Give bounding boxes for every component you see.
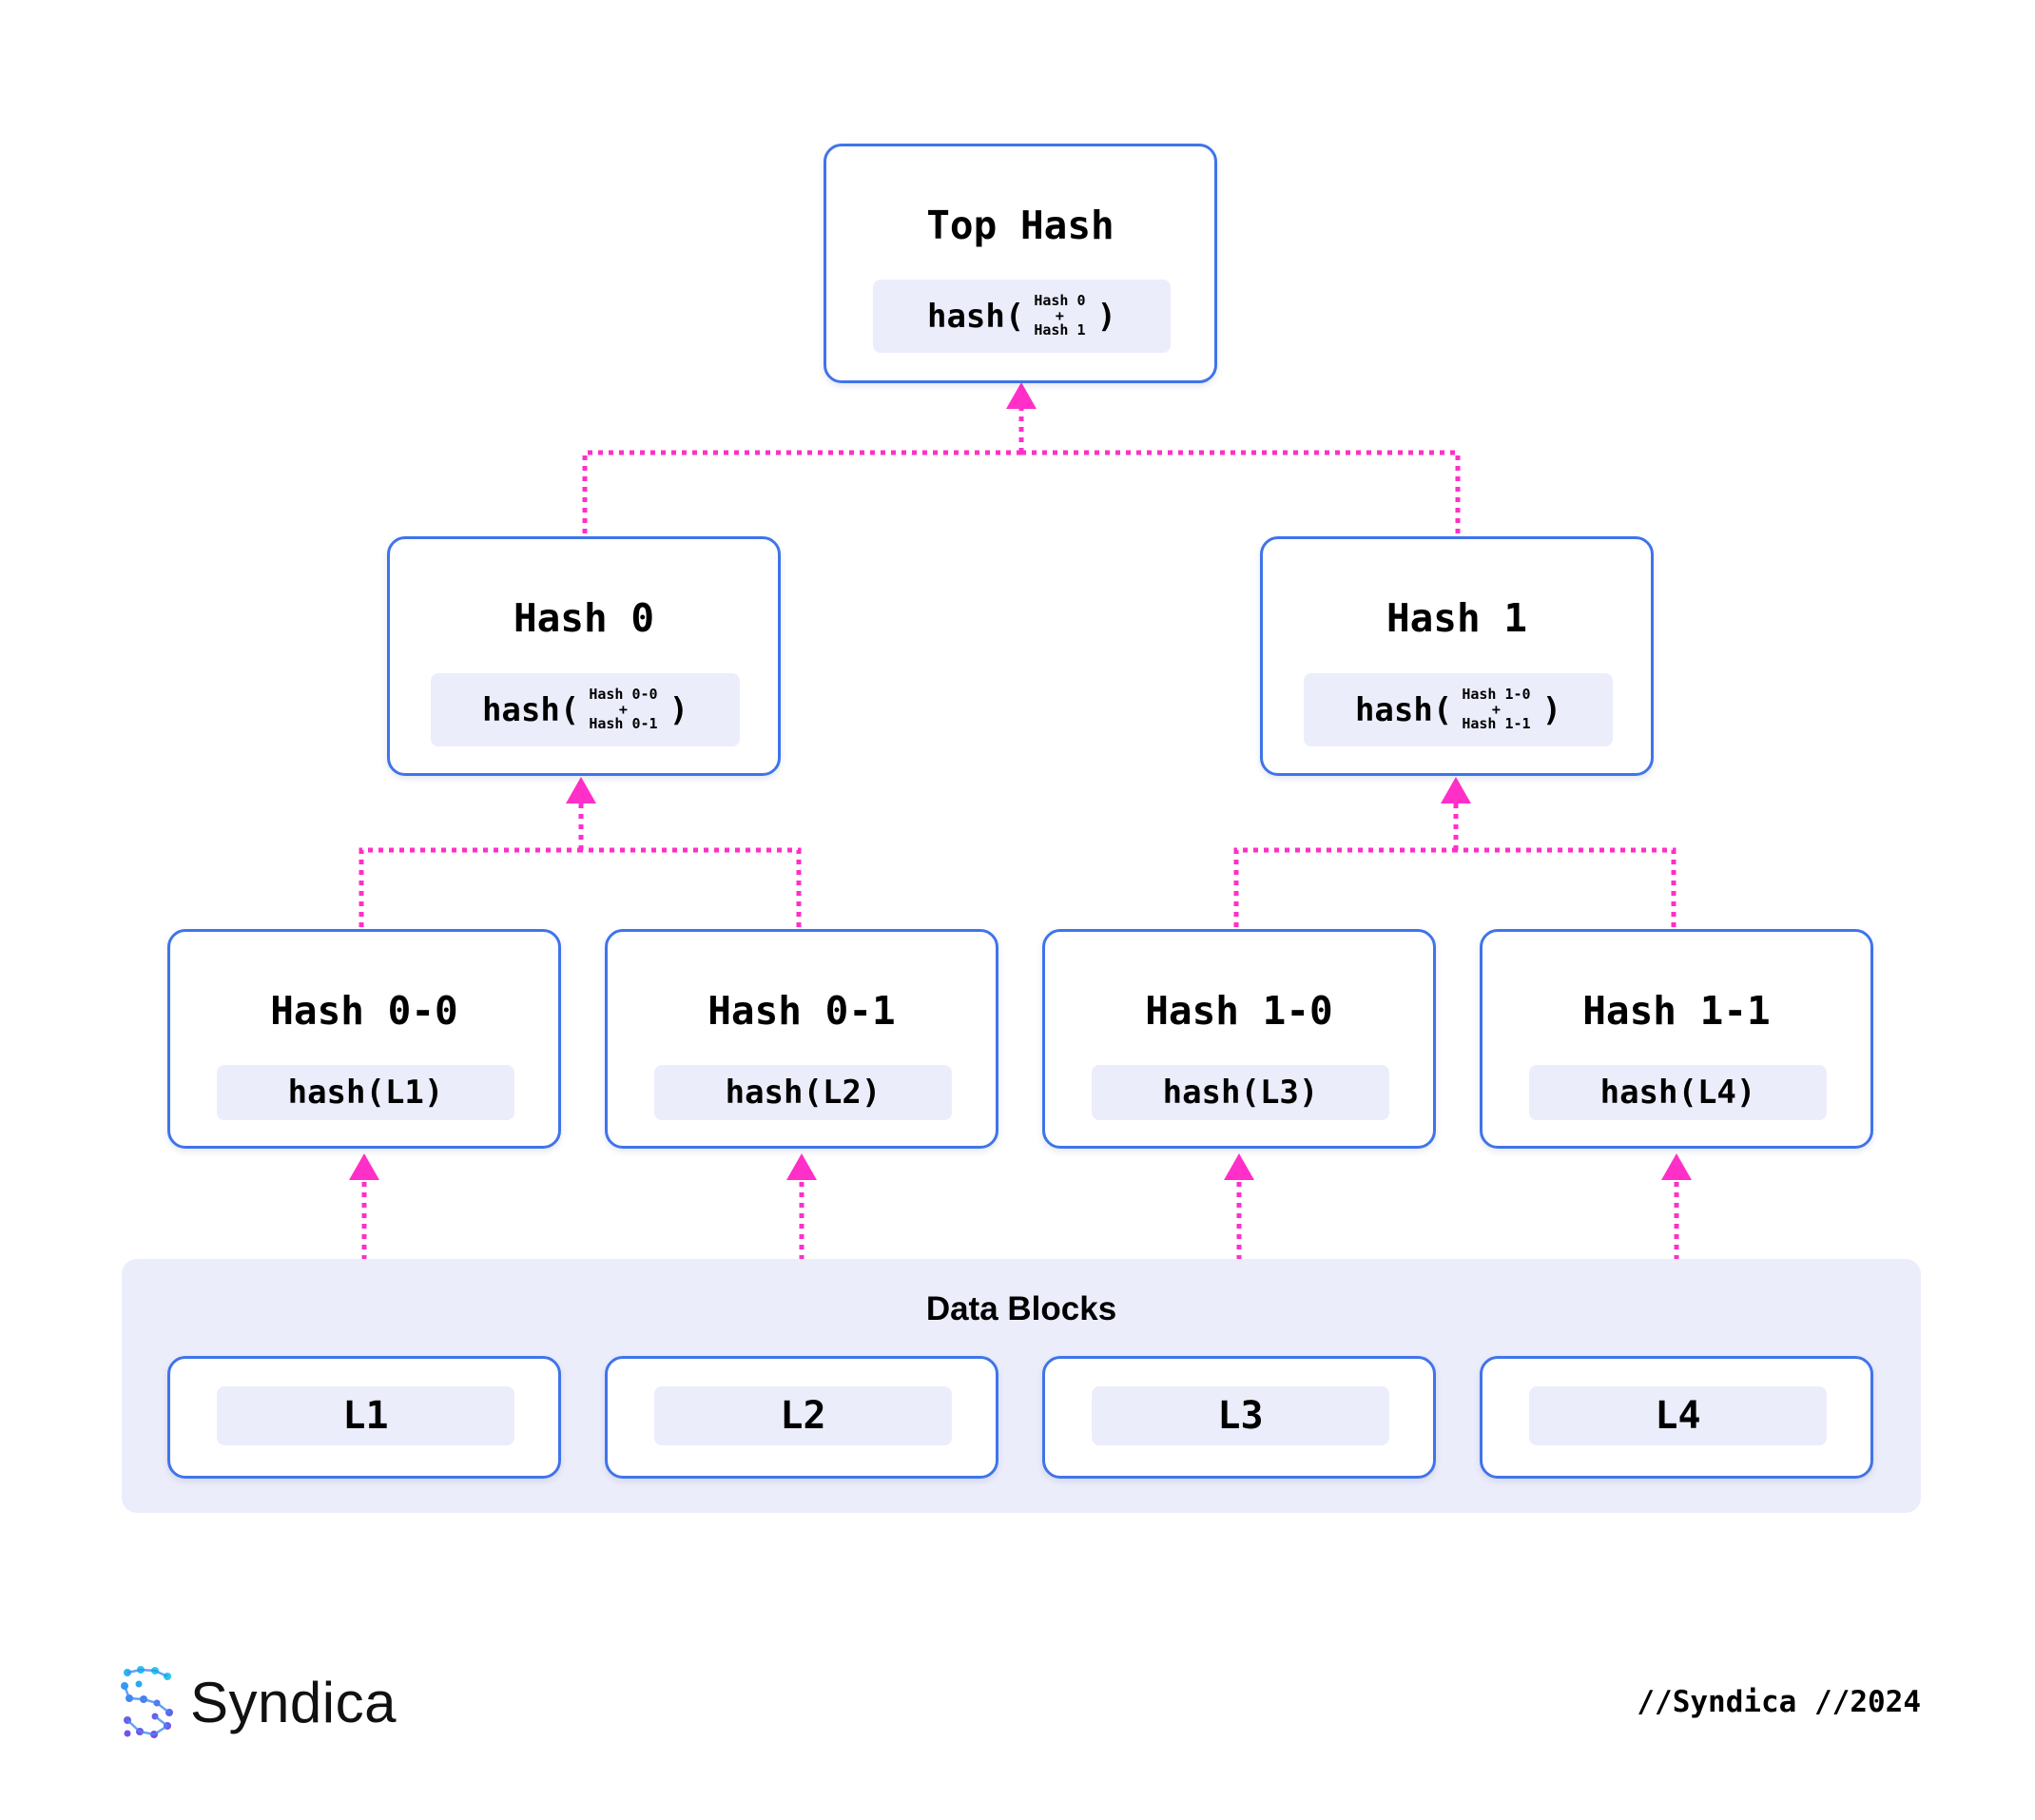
formula-text: hash(L3) <box>1162 1074 1319 1112</box>
node-title: Hash 0-1 <box>707 988 896 1034</box>
formula-fn: hash( <box>1354 690 1453 729</box>
formula-plus: + <box>1055 306 1064 324</box>
node-title: Hash 1-1 <box>1582 988 1771 1034</box>
node-hash-0: Hash 0 hash( Hash 0-0 + Hash 0-1 ) <box>387 536 781 776</box>
formula-plus: + <box>618 700 628 718</box>
node-title: Hash 1-0 <box>1145 988 1333 1034</box>
formula-arg-top: Hash 0 <box>1034 291 1086 309</box>
node-top-hash: Top Hash hash( Hash 0 + Hash 1 ) <box>824 144 1217 383</box>
data-block-l2: L2 <box>605 1356 998 1479</box>
formula-fn: hash( <box>481 690 580 729</box>
connector-hash10-to-hash1 <box>1233 847 1456 927</box>
arrowhead-hash01 <box>786 1153 817 1180</box>
connector-hash00-to-hash0 <box>359 847 581 927</box>
node-formula: hash( Hash 0-0 + Hash 0-1 ) <box>431 673 740 746</box>
formula-text: hash(L2) <box>725 1074 882 1112</box>
brand-name: Syndica <box>190 1670 397 1734</box>
formula-text: hash(L1) <box>287 1074 444 1112</box>
formula-arg-top: Hash 1-0 <box>1462 685 1531 703</box>
data-block-l1: L1 <box>167 1356 561 1479</box>
node-title: Top Hash <box>926 203 1114 248</box>
formula-args: Hash 1-0 + Hash 1-1 <box>1462 687 1530 732</box>
node-formula: hash(L4) <box>1529 1065 1827 1120</box>
syndica-dots-icon <box>121 1666 173 1738</box>
brand-logo: Syndica <box>120 1664 397 1740</box>
formula-arg-top: Hash 0-0 <box>589 685 658 703</box>
data-block-label: L2 <box>654 1386 952 1445</box>
arrowhead-hash10 <box>1224 1153 1254 1180</box>
connector-hash11-to-hash1 <box>1456 847 1676 927</box>
formula-text: hash(L4) <box>1599 1074 1756 1112</box>
data-blocks-title: Data Blocks <box>925 1290 1117 1327</box>
arrowhead-hash0 <box>566 777 596 804</box>
node-title: Hash 0 <box>513 595 655 641</box>
node-formula: hash(L2) <box>654 1065 952 1120</box>
formula-close: ) <box>1541 690 1562 729</box>
footer-text: //Syndica //2024 <box>1637 1685 1921 1719</box>
formula-plus: + <box>1491 700 1501 718</box>
formula-arg-bottom: Hash 1 <box>1034 321 1086 339</box>
formula-arg-bottom: Hash 0-1 <box>589 715 658 733</box>
node-title: Hash 0-0 <box>270 988 458 1034</box>
node-title: Hash 1 <box>1386 595 1528 641</box>
formula-close: ) <box>1096 297 1117 336</box>
formula-args: Hash 0 + Hash 1 <box>1034 291 1086 339</box>
connector-hash0-to-top <box>582 450 1021 533</box>
node-formula: hash( Hash 1-0 + Hash 1-1 ) <box>1304 673 1613 746</box>
arrowhead-hash11 <box>1661 1153 1692 1180</box>
data-block-l3: L3 <box>1042 1356 1436 1479</box>
formula-args: Hash 0-0 + Hash 0-1 <box>589 687 657 732</box>
data-block-label: L4 <box>1529 1386 1827 1445</box>
arrowhead-hash00 <box>349 1153 379 1180</box>
node-hash-1-1: Hash 1-1 hash(L4) <box>1480 929 1873 1149</box>
node-formula: hash(L1) <box>217 1065 514 1120</box>
arrowhead-hash1 <box>1441 777 1471 804</box>
formula-close: ) <box>669 690 689 729</box>
arrowhead-top <box>1006 382 1037 409</box>
node-hash-0-0: Hash 0-0 hash(L1) <box>167 929 561 1149</box>
data-block-label: L3 <box>1092 1386 1389 1445</box>
node-formula: hash( Hash 0 + Hash 1 ) <box>873 280 1171 353</box>
formula-arg-bottom: Hash 1-1 <box>1462 715 1531 733</box>
node-hash-1-0: Hash 1-0 hash(L3) <box>1042 929 1436 1149</box>
data-block-label: L1 <box>217 1386 514 1445</box>
node-hash-1: Hash 1 hash( Hash 1-0 + Hash 1-1 ) <box>1260 536 1654 776</box>
node-hash-0-1: Hash 0-1 hash(L2) <box>605 929 998 1149</box>
node-formula: hash(L3) <box>1092 1065 1389 1120</box>
data-block-l4: L4 <box>1480 1356 1873 1479</box>
connector-hash1-to-top <box>1021 450 1461 533</box>
connector-hash01-to-hash0 <box>581 847 802 927</box>
formula-fn: hash( <box>926 297 1025 336</box>
